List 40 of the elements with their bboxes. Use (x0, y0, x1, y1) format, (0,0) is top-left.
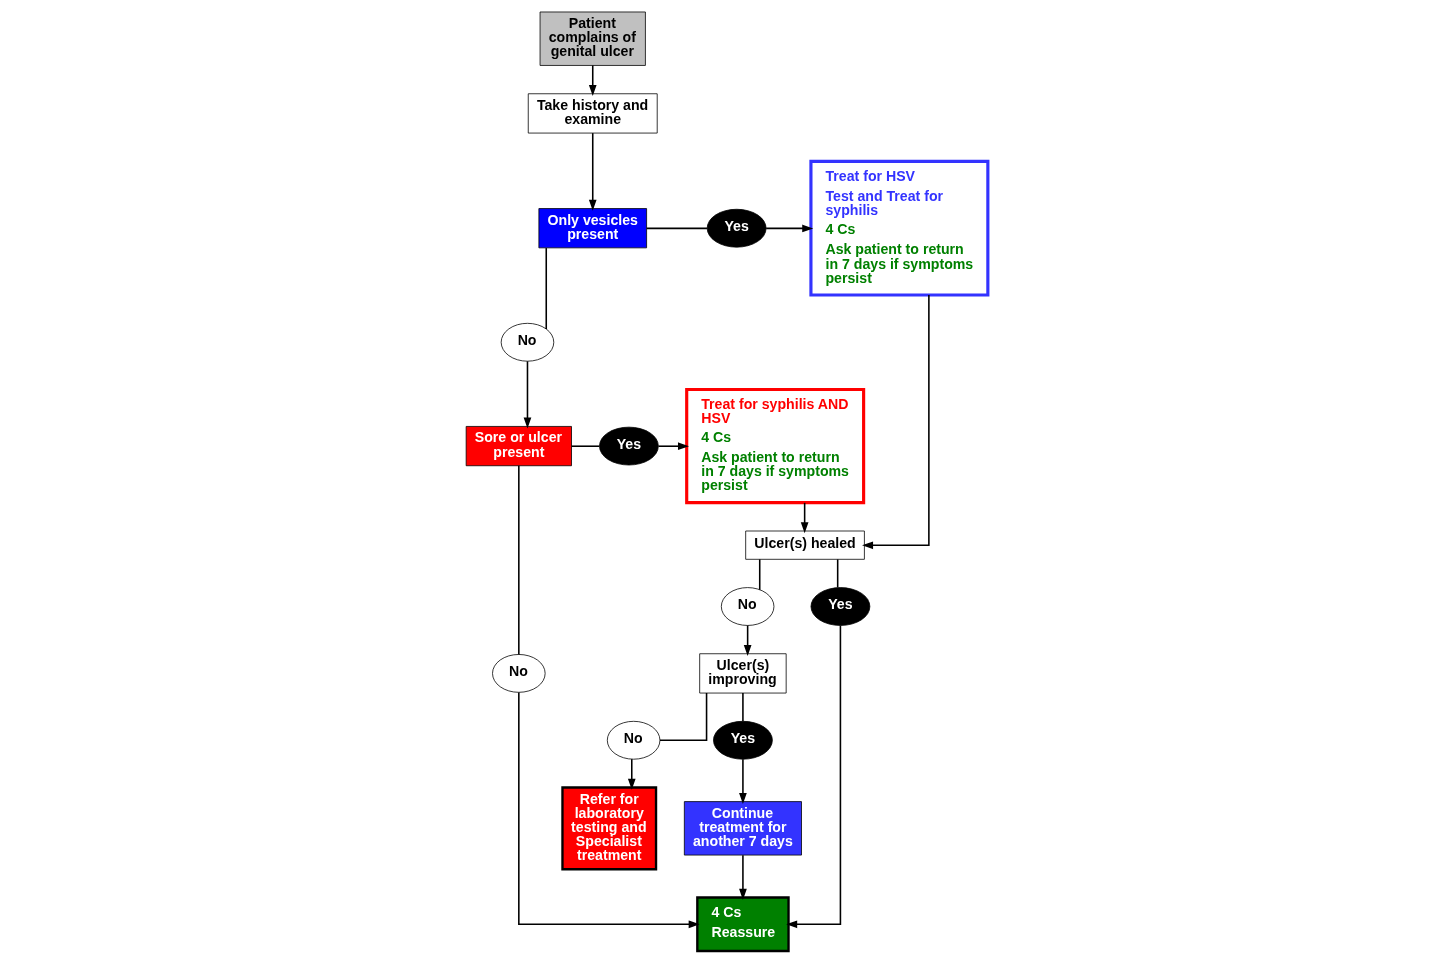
node-ellipse: No (500, 322, 554, 362)
arrow (657, 442, 689, 451)
node-box: Ulcer(s) healed (744, 530, 865, 560)
connector (658, 692, 707, 742)
arrow (785, 624, 841, 929)
node-ellipse: Yes (706, 208, 766, 248)
node-ellipse: Yes (598, 426, 659, 466)
node-box: Treat for syphilis AND HSV 4 Cs Ask patient to return in 7 days if symptoms persist (684, 387, 865, 505)
arrow (743, 624, 751, 657)
arrow (764, 224, 813, 233)
arrow (517, 691, 700, 929)
node-box: Sore or ulcer present (465, 426, 572, 467)
arrow (800, 502, 808, 534)
node-box: Take history and examine (527, 93, 658, 134)
node-box: Continue treatment for another 7 days (683, 801, 802, 856)
connector (570, 445, 600, 447)
arrow (738, 854, 747, 900)
node-ellipse: Yes (712, 720, 773, 760)
arrow (861, 294, 930, 550)
arrow (523, 360, 531, 429)
node-box: Treat for HSV Test and Treat for syphilis 4 Cs Ask patient to return in 7 days if symptoms persist (808, 159, 989, 297)
node-ellipse: No (606, 720, 660, 760)
connector (741, 692, 744, 722)
node-box: 4 Cs Reassure (695, 896, 790, 953)
node-ellipse: No (491, 654, 546, 693)
node-box: Refer for laboratory testing and Specialist treatment (560, 786, 657, 871)
node-box: Only vesicles present (538, 208, 647, 249)
arrow (588, 132, 597, 211)
connector (758, 558, 760, 591)
node-box: Ulcer(s) improving (698, 653, 787, 694)
connector (645, 227, 708, 230)
arrow (588, 64, 597, 96)
node-ellipse: No (720, 587, 774, 626)
connector (836, 558, 838, 589)
arrow (627, 758, 636, 790)
arrow (738, 758, 747, 804)
node-box: Patient complains of genital ulcer (539, 11, 646, 66)
connector (517, 465, 520, 656)
node-ellipse: Yes (810, 587, 870, 626)
connector (544, 247, 547, 330)
